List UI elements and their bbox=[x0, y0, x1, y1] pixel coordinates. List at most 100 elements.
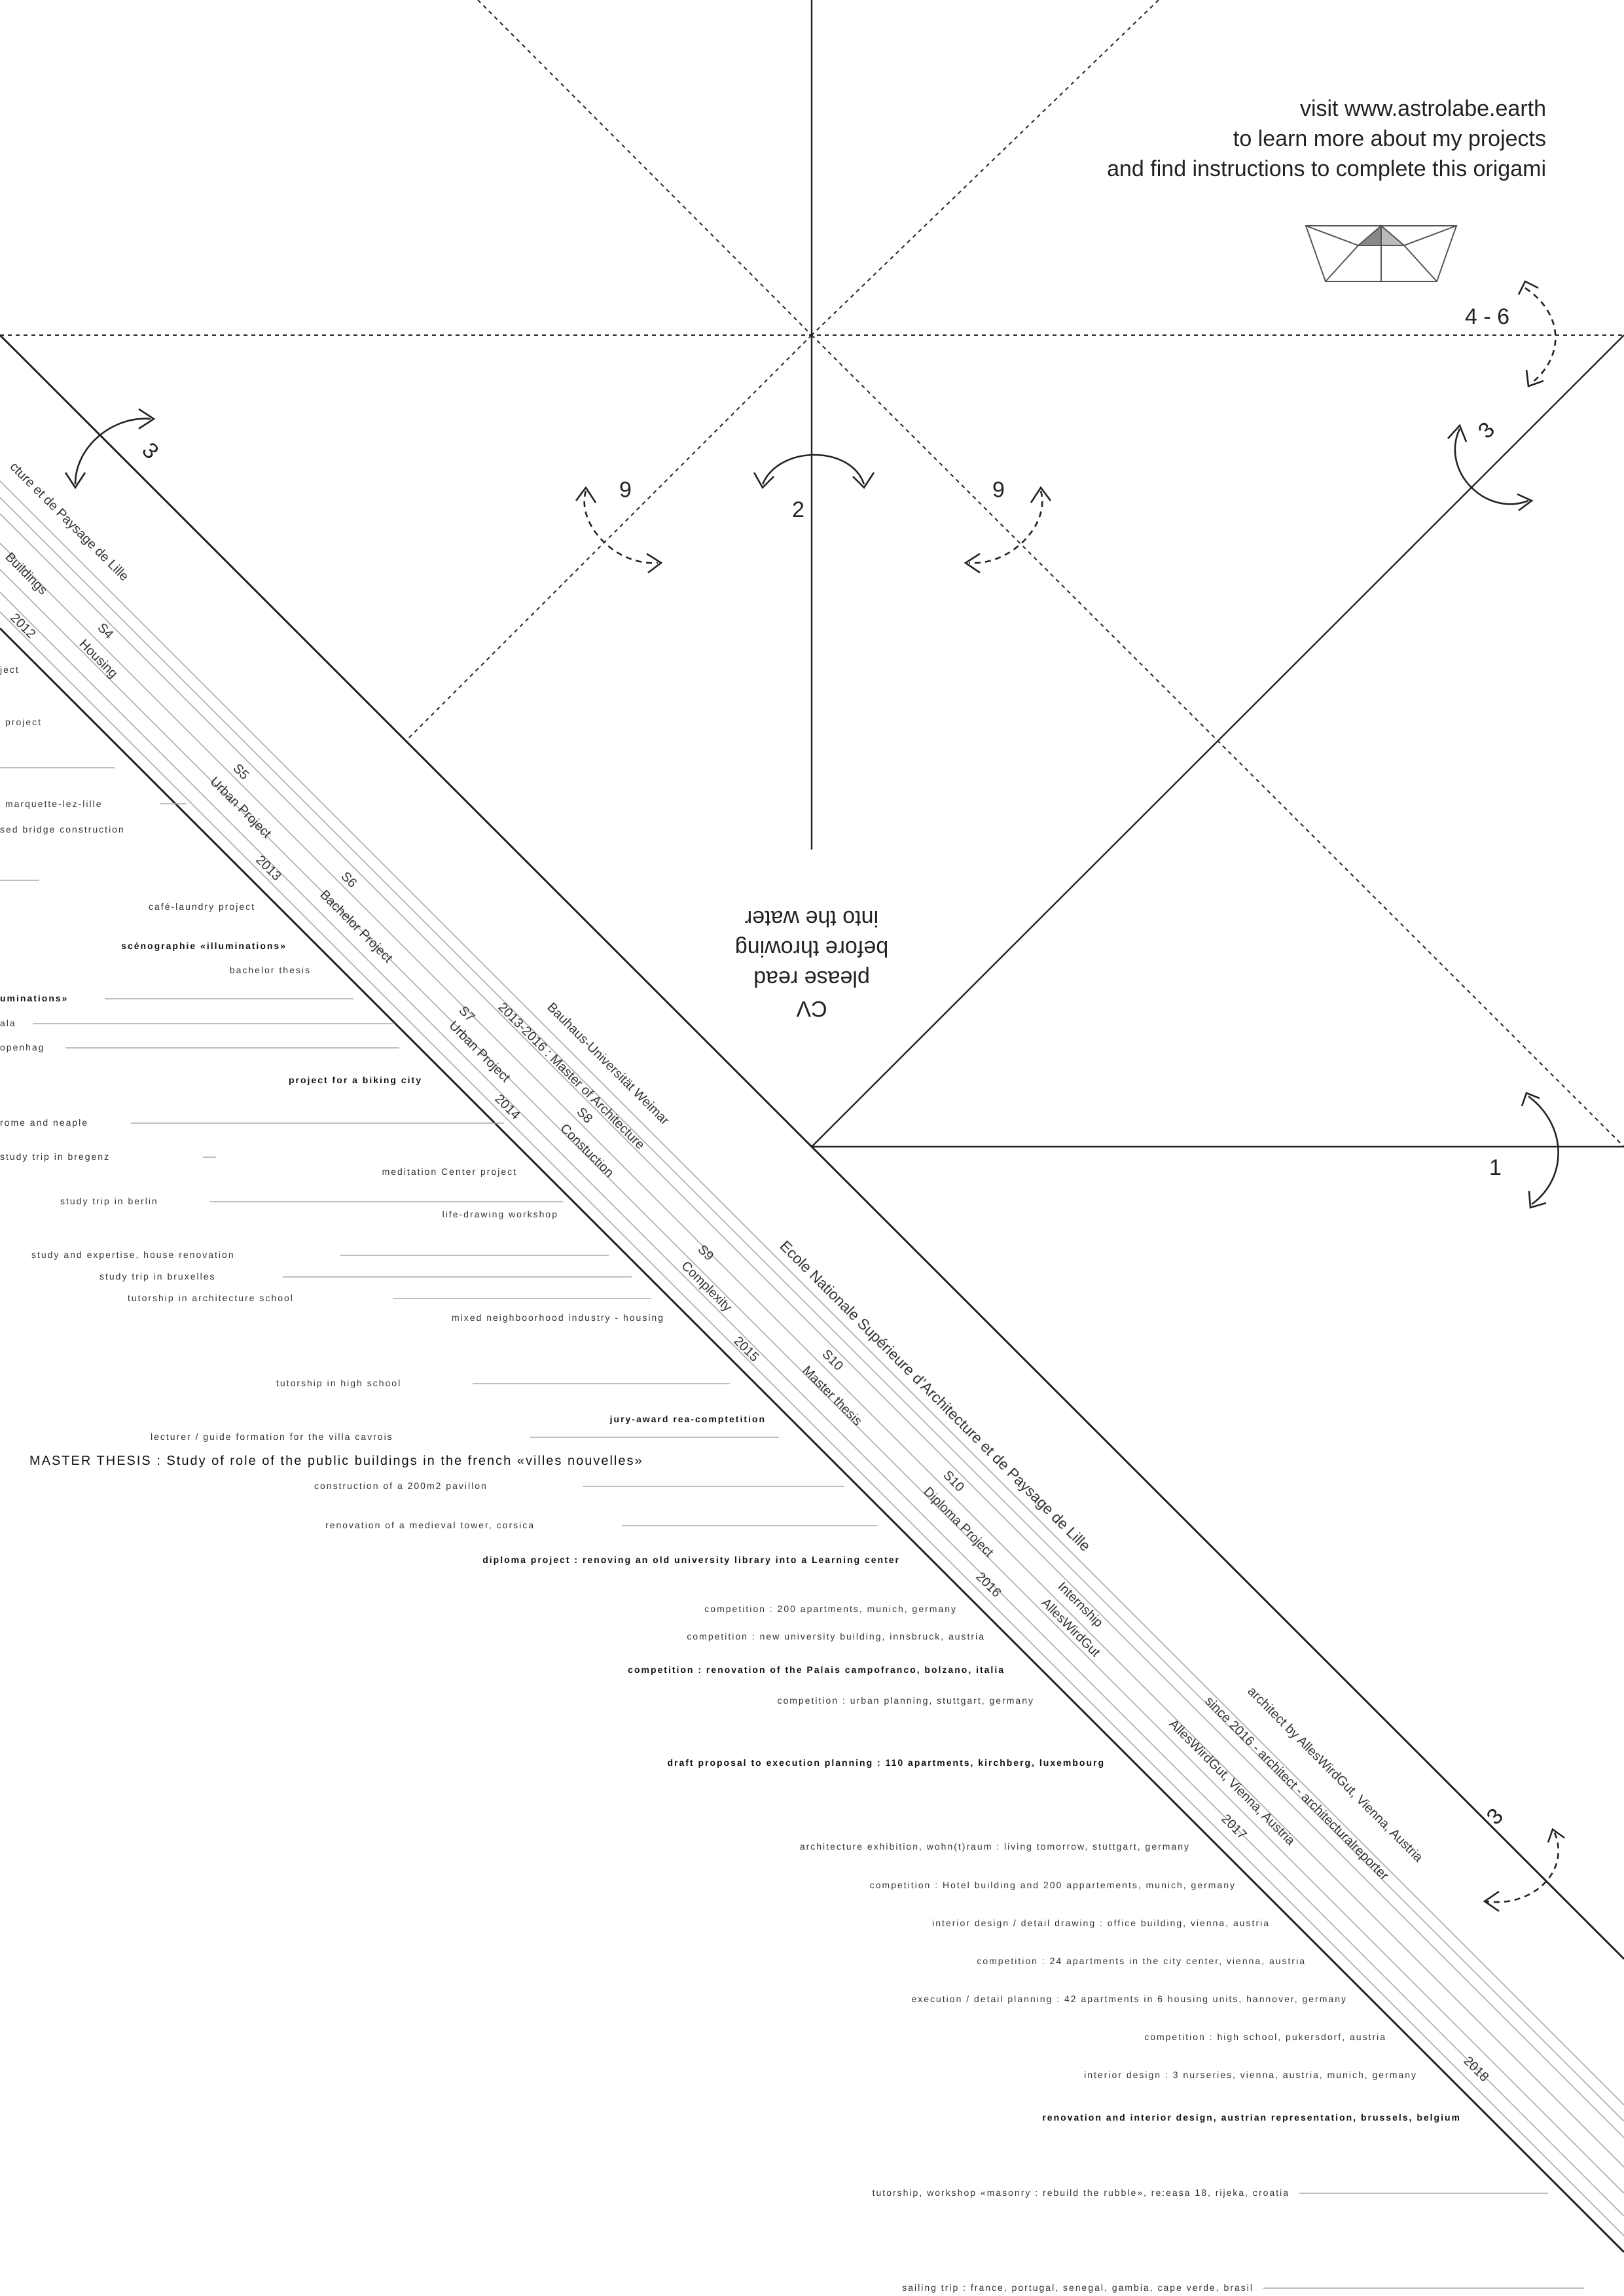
cv-heading: CV please read before throwing into the … bbox=[735, 906, 888, 1021]
event-item: competition : urban planning, stuttgart,… bbox=[777, 1695, 1034, 1706]
band-inner-line bbox=[0, 592, 1624, 2217]
event-item: project for a biking city bbox=[289, 1075, 422, 1085]
band-label-s9: S9 bbox=[695, 1242, 716, 1264]
triangle-diagonal bbox=[811, 334, 1624, 1147]
fold-number-6-right: 6 bbox=[992, 476, 1005, 501]
cv-line-3: before throwing bbox=[735, 936, 888, 961]
band-labels: cture et de Paysage de Lille Buildings 2… bbox=[3, 459, 1492, 2085]
event-item: renovation and interior design, austrian… bbox=[1042, 2112, 1461, 2123]
event-item: competition : 200 apartments, munich, ge… bbox=[704, 1604, 957, 1614]
event-item: uminations» bbox=[0, 993, 68, 1003]
curved-arrow-icon bbox=[74, 418, 151, 485]
dashed-curved-arrow-icon bbox=[968, 490, 1043, 564]
band-inner-line bbox=[0, 543, 1624, 2168]
band-inner-line bbox=[0, 497, 1624, 2122]
dashed-curved-arrow-icon bbox=[1485, 1832, 1559, 1903]
fold-number-2: 2 bbox=[792, 497, 804, 522]
event-item: competition : high school, pukersdorf, a… bbox=[1144, 2032, 1386, 2042]
event-item: ala bbox=[0, 1018, 16, 1028]
event-item: study trip in berlin bbox=[60, 1196, 158, 1206]
band-label-2013: 2013 bbox=[253, 853, 283, 884]
event-item: life-drawing workshop bbox=[442, 1209, 558, 1219]
band-label-alleswirdgut: AllesWirdGut bbox=[1038, 1596, 1102, 1660]
band-label-2012: 2012 bbox=[7, 611, 38, 641]
event-item: openhag bbox=[0, 1042, 45, 1052]
event-item: tutorship in architecture school bbox=[128, 1293, 294, 1303]
visit-line-3: and find instructions to complete this o… bbox=[1107, 156, 1546, 181]
event-item: interior design / detail drawing : offic… bbox=[932, 1918, 1270, 1928]
fold-number-6-left: 6 bbox=[619, 476, 632, 501]
fold-number-4-6: 4 - 6 bbox=[1465, 304, 1509, 329]
fold-number-1: 1 bbox=[1489, 1155, 1502, 1180]
band-label-architect: architect by AllesWirdGut, Vienna, Austr… bbox=[1244, 1684, 1426, 1865]
band-label-2014: 2014 bbox=[492, 1092, 522, 1122]
cv-line-2: please read bbox=[753, 966, 870, 991]
events-list: ject project marquette-lez-lille sed bri… bbox=[0, 664, 1584, 2293]
event-item: interior design : 3 nurseries, vienna, a… bbox=[1084, 2070, 1417, 2080]
fold-number-3-right: 3 bbox=[1473, 417, 1500, 443]
band-label-2015: 2015 bbox=[731, 1334, 761, 1365]
band-bottom-edge bbox=[0, 627, 1624, 2253]
event-item: mixed neighboorhood industry - housing bbox=[452, 1312, 664, 1323]
event-item: jury-award rea-comptetition bbox=[609, 1414, 766, 1424]
event-item: competition : 24 apartments in the city … bbox=[977, 1956, 1306, 1966]
visit-info: visit www.astrolabe.earth to learn more … bbox=[1107, 96, 1546, 181]
dashed-fold-line bbox=[477, 0, 812, 336]
band-label-diploma: Diploma Project bbox=[920, 1484, 996, 1560]
event-item: study trip in bruxelles bbox=[99, 1271, 216, 1282]
band-label-complexity: Complexity bbox=[678, 1259, 734, 1315]
band-inner-line bbox=[0, 611, 1624, 2236]
band-label-urban-project-2: Urban Project bbox=[446, 1018, 513, 1085]
band-top-edge bbox=[0, 334, 1624, 1960]
band-label-housing: Housing bbox=[76, 637, 120, 681]
visit-line-1: visit www.astrolabe.earth bbox=[1300, 96, 1546, 121]
event-item: study trip in bregenz bbox=[0, 1151, 110, 1162]
band-label-s8: S8 bbox=[573, 1105, 595, 1126]
curved-arrow-icon bbox=[1454, 428, 1529, 505]
event-item: bachelor thesis bbox=[230, 965, 311, 975]
event-item: competition : renovation of the Palais c… bbox=[628, 1664, 1005, 1675]
dashed-diagonal-left bbox=[405, 334, 812, 742]
event-item: scénographie «illuminations» bbox=[121, 941, 287, 951]
curved-arrow-icon bbox=[1528, 1095, 1559, 1206]
event-item: competition : Hotel building and 200 app… bbox=[870, 1880, 1236, 1890]
band-inner-line bbox=[0, 569, 1624, 2194]
event-item: lecturer / guide formation for the villa… bbox=[151, 1431, 393, 1442]
band-label-s5: S5 bbox=[230, 761, 251, 783]
cv-line-4: into the water bbox=[745, 906, 878, 931]
band-label-s6: S6 bbox=[338, 869, 359, 891]
event-item: architecture exhibition, wohn(t)raum : l… bbox=[800, 1841, 1190, 1852]
event-item: diploma project : renoving an old univer… bbox=[482, 1554, 900, 1565]
band-inner-line bbox=[0, 480, 1624, 2106]
dashed-fold-line bbox=[811, 0, 1159, 336]
event-item: ject bbox=[0, 664, 20, 675]
curved-arrow-icon bbox=[761, 454, 865, 485]
timeline-band bbox=[0, 334, 1624, 2253]
event-item: tutorship, workshop «masonry : rebuild t… bbox=[873, 2187, 1290, 2198]
event-item: project bbox=[5, 717, 42, 727]
event-item: MASTER THESIS : Study of role of the pub… bbox=[29, 1454, 643, 1468]
fold-number-3-bottom: 3 bbox=[1482, 1803, 1508, 1829]
event-item: sailing trip : france, portugal, senegal… bbox=[902, 2282, 1254, 2293]
visit-line-2: to learn more about my projects bbox=[1233, 126, 1546, 151]
band-label-s4: S4 bbox=[94, 620, 116, 642]
event-item: execution / detail planning : 42 apartme… bbox=[911, 1994, 1347, 2004]
event-item: sed bridge construction bbox=[0, 824, 125, 834]
band-label-2017: 2017 bbox=[1218, 1812, 1249, 1842]
band-label-s10a: S10 bbox=[819, 1347, 846, 1374]
dashed-curved-arrow-icon bbox=[1525, 287, 1557, 384]
cv-title: CV bbox=[796, 996, 827, 1021]
event-item: renovation of a medieval tower, corsica bbox=[325, 1520, 535, 1530]
event-item: tutorship in high school bbox=[276, 1378, 401, 1388]
fold-number-3-left: 3 bbox=[137, 438, 163, 464]
event-item: marquette-lez-lille bbox=[5, 798, 102, 809]
event-item: construction of a 200m2 pavillon bbox=[314, 1480, 488, 1491]
event-item: meditation Center project bbox=[382, 1166, 517, 1177]
event-item: rome and neaple bbox=[0, 1117, 88, 1128]
band-label-s10b: S10 bbox=[940, 1468, 967, 1495]
band-inner-line bbox=[0, 513, 1624, 2138]
event-item: competition : new university building, i… bbox=[687, 1631, 985, 1641]
band-label-2018: 2018 bbox=[1460, 2054, 1491, 2085]
paper-boat-icon bbox=[1305, 224, 1458, 282]
